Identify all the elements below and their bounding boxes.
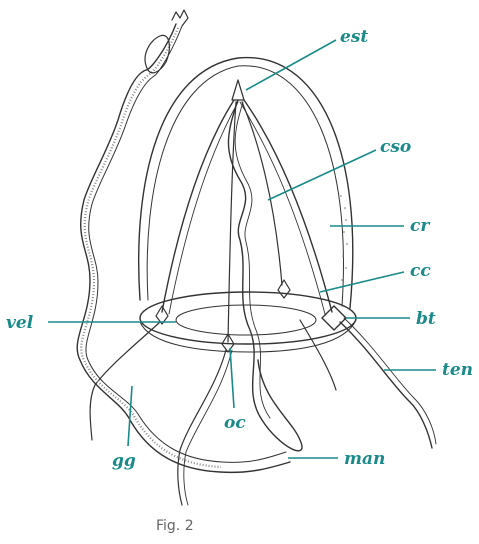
- strand-tip: [171, 9, 189, 27]
- label-bt: bt: [416, 309, 436, 329]
- label-man: man: [344, 449, 385, 469]
- medusa-illustration: [76, 9, 437, 506]
- tentacle-bulb: [321, 305, 347, 331]
- label-cc: cc: [410, 261, 431, 281]
- label-cr: cr: [410, 216, 430, 236]
- leader-lines: [48, 39, 436, 459]
- gonad-swelling: [144, 34, 170, 74]
- velum: [139, 291, 357, 345]
- leader-gg: [127, 385, 133, 447]
- bell-inner-outline: [146, 65, 344, 307]
- tentacle-mid-right: [299, 319, 337, 391]
- leader-oc: [229, 347, 235, 409]
- velum-inner: [175, 304, 317, 336]
- label-oc: oc: [224, 413, 246, 433]
- leader-cso: [267, 149, 377, 201]
- labels: est cso cr cc bt ten vel oc gg man: [6, 27, 473, 471]
- bell-stipple: [340, 195, 348, 281]
- leader-est: [245, 39, 337, 91]
- radial-canal-4: [227, 101, 237, 343]
- radial-canal-3: [241, 101, 283, 286]
- ocellus-center: [221, 333, 235, 353]
- gonad-strand: [76, 23, 291, 474]
- radial-canal-2: [243, 99, 333, 313]
- tentacle-right-b: [343, 317, 437, 445]
- stomach: [231, 79, 245, 101]
- manubrium-inner: [234, 101, 271, 419]
- tentacle-center-b: [183, 349, 233, 506]
- figure-caption: Fig. 2: [156, 518, 194, 534]
- label-gg: gg: [112, 451, 136, 471]
- radial-canal-1b: [168, 101, 239, 315]
- label-cso: cso: [380, 137, 411, 157]
- gonad-strand-core: [80, 27, 222, 469]
- tentacle-left: [89, 321, 161, 441]
- radial-canal-2b: [239, 101, 326, 315]
- gonad-strand-inner: [85, 25, 287, 463]
- bell-outline: [137, 56, 354, 309]
- manubrium: [227, 99, 303, 452]
- tentacle-center: [177, 349, 227, 506]
- tentacle-right: [339, 321, 433, 449]
- velum-lower-rim: [139, 319, 357, 353]
- leader-cc: [319, 271, 405, 293]
- label-vel: vel: [6, 313, 34, 333]
- label-est: est: [340, 27, 368, 47]
- radial-canal-1: [161, 99, 235, 313]
- label-ten: ten: [442, 360, 473, 380]
- ocellus-right: [277, 279, 291, 299]
